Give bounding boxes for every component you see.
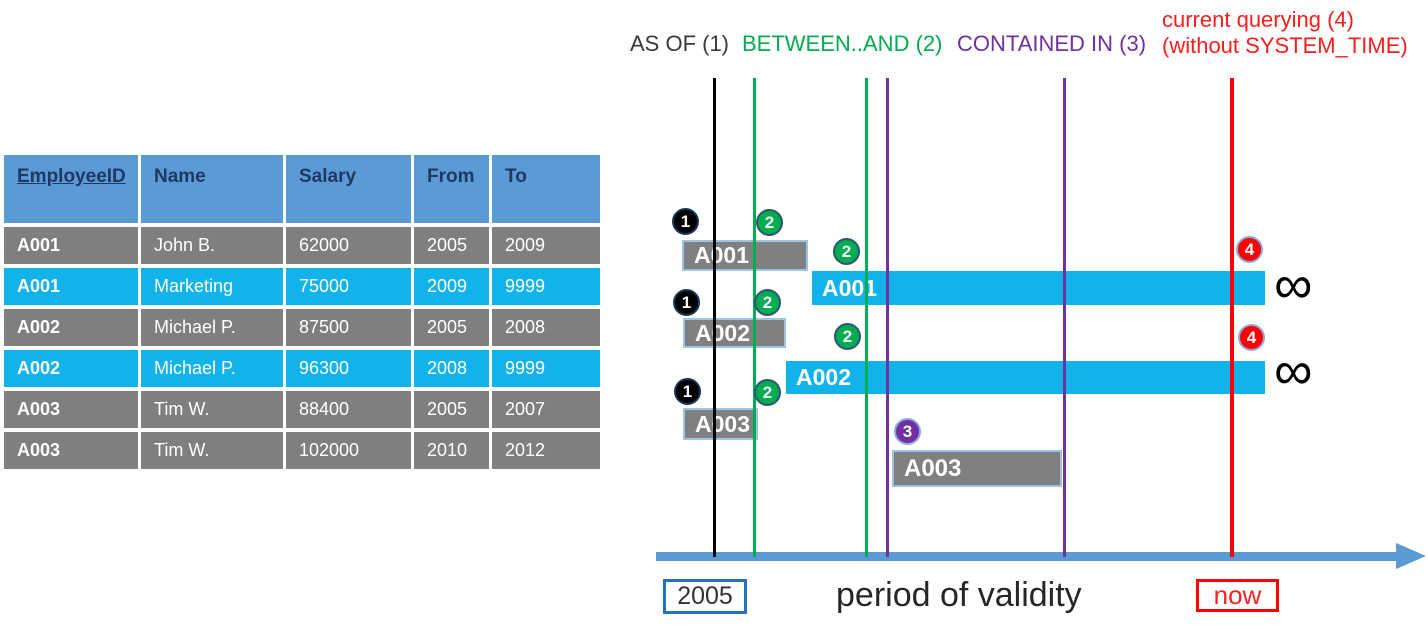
badge-3-icon: 3	[894, 418, 921, 445]
cell-employeeid: A002	[4, 350, 138, 387]
cell-from: 2005	[414, 309, 489, 346]
cell-employeeid: A002	[4, 309, 138, 346]
time-axis	[656, 552, 1400, 561]
contained-end-line	[1063, 78, 1066, 557]
cell-to: 2012	[492, 432, 600, 469]
cell-from: 2009	[414, 268, 489, 305]
infinity-icon: ∞	[1274, 341, 1313, 401]
cell-name: Michael P.	[141, 309, 283, 346]
as-of-line	[713, 78, 716, 557]
validity-bar-a002-current: A002	[786, 361, 1265, 394]
column-header-to: To	[492, 155, 600, 223]
badge-2-icon: 2	[754, 289, 781, 316]
between-end-line	[865, 78, 868, 557]
badge-4-icon: 4	[1236, 236, 1263, 263]
cell-name: Marketing	[141, 268, 283, 305]
cell-employeeid: A003	[4, 432, 138, 469]
validity-bar-a001-history: A001	[682, 240, 808, 271]
cell-salary: 102000	[286, 432, 411, 469]
cell-to: 2008	[492, 309, 600, 346]
cell-from: 2005	[414, 227, 489, 264]
now-line	[1230, 78, 1234, 557]
cell-to: 2007	[492, 391, 600, 428]
time-axis-arrowhead-icon	[1396, 543, 1426, 569]
cell-to: 9999	[492, 268, 600, 305]
table-header-row: EmployeeID Name Salary From To	[4, 155, 600, 223]
legend-between-and: BETWEEN..AND (2)	[742, 31, 943, 56]
column-header-salary: Salary	[286, 155, 411, 223]
badge-2-icon: 2	[754, 379, 781, 406]
validity-bar-a003-history1: A003	[683, 408, 758, 440]
table-row: A003 Tim W. 88400 2005 2007	[4, 391, 600, 428]
legend-current-querying: current querying (4) (without SYSTEM_TIM…	[1162, 7, 1408, 59]
table-row: A002 Michael P. 96300 2008 9999	[4, 350, 600, 387]
cell-name: Tim W.	[141, 391, 283, 428]
cell-name: John B.	[141, 227, 283, 264]
badge-2-icon: 2	[833, 238, 860, 265]
cell-name: Tim W.	[141, 432, 283, 469]
contained-start-line	[886, 78, 889, 557]
cell-employeeid: A001	[4, 227, 138, 264]
legend-current-querying-line2: (without SYSTEM_TIME)	[1162, 33, 1408, 58]
table-row: A003 Tim W. 102000 2010 2012	[4, 432, 600, 469]
cell-to: 2009	[492, 227, 600, 264]
validity-bar-a003-history2: A003	[892, 450, 1062, 487]
legend-contained-in: CONTAINED IN (3)	[957, 31, 1147, 56]
cell-name: Michael P.	[141, 350, 283, 387]
now-box: now	[1196, 579, 1279, 612]
cell-employeeid: A001	[4, 268, 138, 305]
badge-2-icon: 2	[756, 209, 783, 236]
validity-bar-a002-history: A002	[683, 318, 786, 348]
badge-1-icon: 1	[673, 289, 700, 316]
validity-bar-a001-current: A001	[812, 271, 1265, 305]
badge-1-icon: 1	[672, 208, 699, 235]
axis-label: period of validity	[836, 576, 1082, 614]
cell-salary: 75000	[286, 268, 411, 305]
table-row: A002 Michael P. 87500 2005 2008	[4, 309, 600, 346]
infinity-icon: ∞	[1274, 255, 1313, 315]
cell-from: 2008	[414, 350, 489, 387]
employee-table: EmployeeID Name Salary From To A001 John…	[4, 155, 600, 473]
table-row: A001 Marketing 75000 2009 9999	[4, 268, 600, 305]
cell-employeeid: A003	[4, 391, 138, 428]
badge-4-icon: 4	[1238, 324, 1265, 351]
legend-current-querying-line1: current querying (4)	[1162, 7, 1354, 32]
cell-from: 2005	[414, 391, 489, 428]
column-header-employeeid: EmployeeID	[4, 155, 138, 223]
cell-to: 9999	[492, 350, 600, 387]
column-header-from: From	[414, 155, 489, 223]
cell-salary: 87500	[286, 309, 411, 346]
cell-salary: 88400	[286, 391, 411, 428]
cell-salary: 96300	[286, 350, 411, 387]
cell-salary: 62000	[286, 227, 411, 264]
badge-2-icon: 2	[834, 323, 861, 350]
legend-as-of: AS OF (1)	[630, 31, 730, 56]
between-start-line	[753, 78, 756, 557]
cell-from: 2010	[414, 432, 489, 469]
table-row: A001 John B. 62000 2005 2009	[4, 227, 600, 264]
column-header-name: Name	[141, 155, 283, 223]
badge-1-icon: 1	[674, 378, 701, 405]
start-year-box: 2005	[663, 579, 747, 614]
